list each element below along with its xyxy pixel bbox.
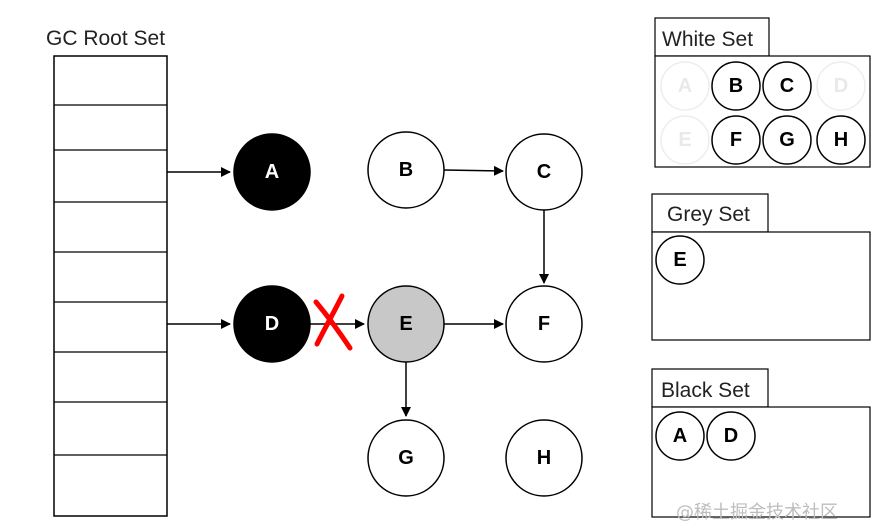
svg-text:G: G: [398, 447, 414, 469]
node-a: A: [233, 133, 311, 211]
white-set-item-b: B: [711, 61, 761, 111]
svg-text:A: A: [265, 161, 279, 183]
grey-set-title: Grey Set: [667, 203, 750, 226]
watermark: @稀土掘金技术社区: [676, 502, 838, 523]
svg-text:E: E: [678, 129, 691, 151]
grey-set-item-e: E: [655, 235, 705, 285]
svg-text:C: C: [780, 75, 794, 97]
svg-text:G: G: [779, 129, 795, 151]
svg-text:B: B: [399, 159, 413, 181]
svg-text:B: B: [729, 75, 743, 97]
root-set-table: [53, 55, 168, 517]
black-set-item-d: D: [706, 411, 756, 461]
node-h: H: [505, 419, 583, 497]
white-set-item-c: C: [762, 61, 812, 111]
white-set-item-d: D: [816, 61, 866, 111]
svg-text:A: A: [673, 425, 687, 447]
node-d: D: [233, 285, 311, 363]
root-set-title: GC Root Set: [46, 27, 165, 50]
svg-text:F: F: [538, 313, 550, 335]
white-set-title: White Set: [662, 28, 753, 51]
svg-text:D: D: [724, 425, 738, 447]
svg-text:H: H: [537, 447, 551, 469]
svg-text:C: C: [537, 161, 551, 183]
white-set-item-f: F: [711, 115, 761, 165]
svg-text:A: A: [678, 75, 692, 97]
svg-text:E: E: [673, 249, 686, 271]
white-set-item-h: H: [816, 115, 866, 165]
node-f: F: [505, 285, 583, 363]
node-b: B: [367, 131, 445, 209]
node-c: C: [505, 133, 583, 211]
black-set-title: Black Set: [661, 379, 750, 402]
black-set-item-a: A: [655, 411, 705, 461]
node-e: E: [367, 285, 445, 363]
grey-set-panel: Grey Set E: [651, 193, 871, 341]
node-g: G: [367, 419, 445, 497]
svg-text:E: E: [399, 313, 412, 335]
svg-text:D: D: [834, 75, 848, 97]
svg-text:F: F: [730, 129, 742, 151]
cut-mark-icon: [313, 293, 353, 351]
white-set-item-a: A: [660, 61, 710, 111]
edge-b-c: [443, 165, 504, 176]
svg-text:D: D: [265, 313, 279, 335]
white-set-item-e: E: [660, 115, 710, 165]
svg-text:H: H: [834, 129, 848, 151]
white-set-panel: White Set A B C D E F G: [654, 17, 871, 168]
black-set-panel: Black Set A D: [651, 368, 871, 518]
white-set-item-g: G: [762, 115, 812, 165]
